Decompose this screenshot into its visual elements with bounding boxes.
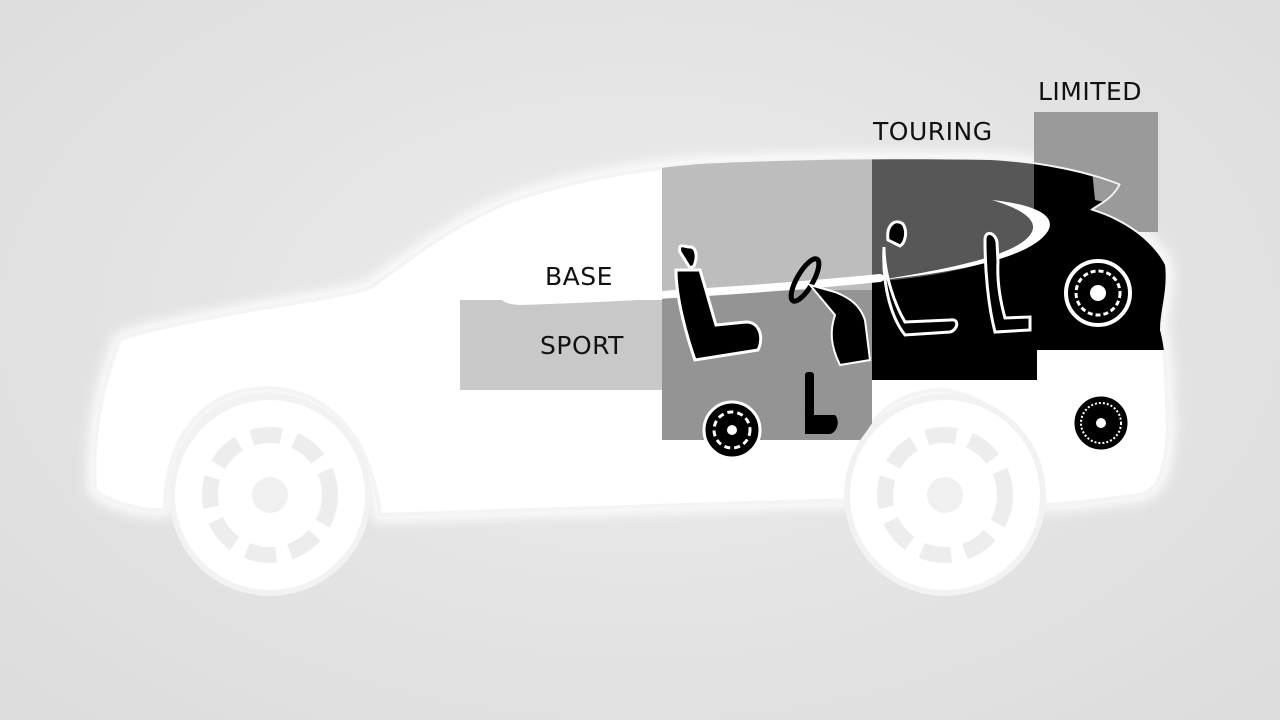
limited-label: LIMITED [1038, 77, 1142, 106]
base-label: BASE [545, 262, 613, 291]
wheel-icon [1071, 393, 1131, 453]
rear-wheel [844, 394, 1046, 596]
front-wheel [169, 394, 371, 596]
swoosh-icon [880, 200, 1050, 280]
touring-label: TOURING [872, 117, 993, 146]
sport-label: SPORT [540, 331, 624, 360]
steering-wheel-icon [788, 256, 872, 367]
wheel-icon [1064, 259, 1132, 327]
seat-icon [882, 220, 1032, 337]
seat-icon [674, 244, 763, 362]
interior-ledge [454, 263, 884, 306]
sport-tier-block [460, 300, 665, 390]
wheel-icon [702, 400, 762, 460]
pedal-icon [805, 372, 838, 434]
